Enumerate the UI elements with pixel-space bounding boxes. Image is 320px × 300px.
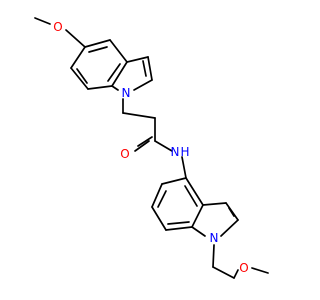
atom-h-amide: H xyxy=(180,145,189,159)
atom-n-indole-lower: N xyxy=(210,231,219,245)
molecule-structure-canvas: O N O N H N O xyxy=(34,17,269,279)
atom-o-methoxy-top: O xyxy=(53,20,62,34)
atom-o-carbonyl: O xyxy=(120,147,129,161)
bond-lines xyxy=(34,17,269,279)
atom-n-indole-upper: N xyxy=(122,86,131,100)
atom-o-methoxyethyl: O xyxy=(239,261,248,275)
atom-n-amide: N xyxy=(171,145,180,159)
